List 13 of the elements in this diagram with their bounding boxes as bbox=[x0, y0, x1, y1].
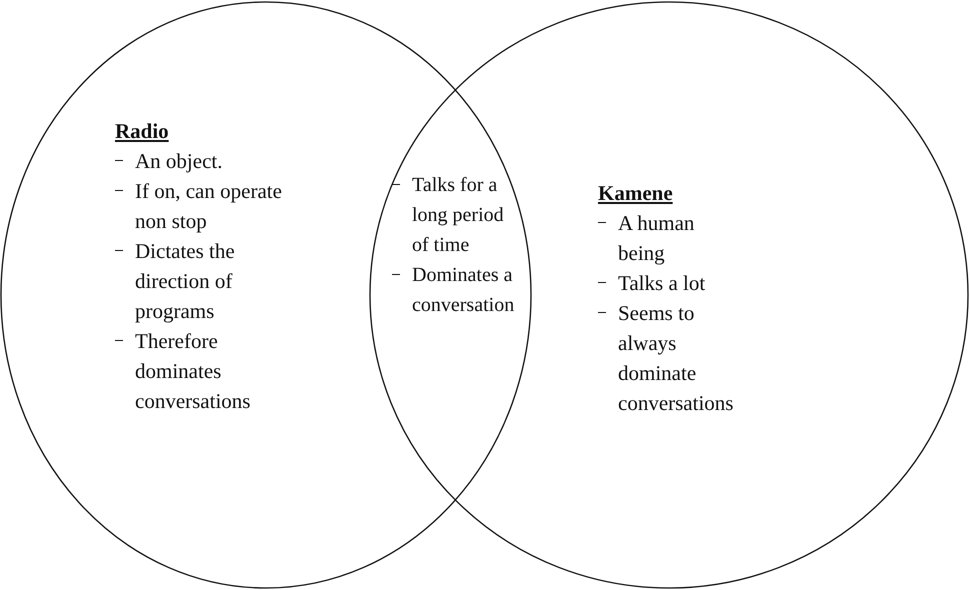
bullet-text: An object. bbox=[135, 148, 222, 175]
bullet-text: A human being bbox=[618, 210, 696, 267]
venn-circle bbox=[370, 2, 968, 588]
bullet-text: Dictates the direction of programs bbox=[135, 238, 236, 325]
bullet-text: Therefore dominates conversations bbox=[135, 328, 252, 415]
bullet-text: Dominates a conversation bbox=[412, 263, 516, 318]
circle-heading: Kamene bbox=[598, 180, 673, 207]
bullet-text: If on, can operate non stop bbox=[135, 178, 283, 235]
bullet-text: Talks a lot bbox=[618, 270, 706, 297]
bullet-text: Talks for a long period of time bbox=[412, 173, 505, 258]
circle-heading: Radio bbox=[115, 118, 169, 145]
bullet-text: Seems to always dominate conversations bbox=[618, 300, 734, 417]
venn-circle bbox=[1, 2, 531, 588]
